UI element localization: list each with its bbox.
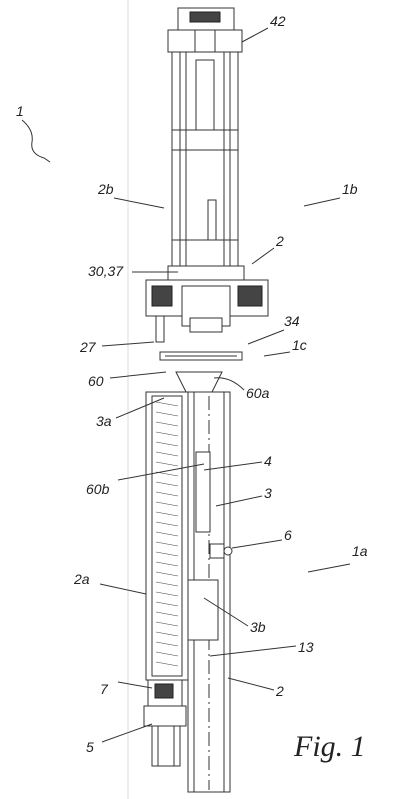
- label-1b: 1b: [342, 181, 358, 197]
- label-30-37: 30,37: [88, 263, 124, 279]
- label-2b: 2b: [97, 181, 114, 197]
- label-60b: 60b: [86, 481, 110, 497]
- label-60a: 60a: [246, 385, 270, 401]
- lower-unit: [143, 371, 233, 793]
- label-1: 1: [16, 103, 24, 119]
- label-34: 34: [284, 313, 300, 329]
- upper-unit: [145, 7, 269, 361]
- label-2a: 2a: [73, 571, 90, 587]
- label-13: 13: [298, 639, 314, 655]
- label-27: 27: [79, 339, 97, 355]
- spring-coil: [155, 401, 179, 667]
- label-3: 3: [264, 485, 272, 501]
- label-42: 42: [270, 13, 286, 29]
- label-2-bottom: 2: [275, 683, 284, 699]
- label-3b: 3b: [250, 619, 266, 635]
- label-4: 4: [264, 453, 272, 469]
- label-6: 6: [284, 527, 292, 543]
- label-7: 7: [100, 681, 109, 697]
- label-3a: 3a: [96, 413, 112, 429]
- leader-lines: [21, 27, 351, 743]
- label-5: 5: [86, 739, 94, 755]
- label-2-top: 2: [275, 233, 284, 249]
- label-60: 60: [88, 373, 104, 389]
- label-1c: 1c: [292, 337, 307, 353]
- figure-label: Fig. 1: [293, 730, 366, 763]
- label-1a: 1a: [352, 543, 368, 559]
